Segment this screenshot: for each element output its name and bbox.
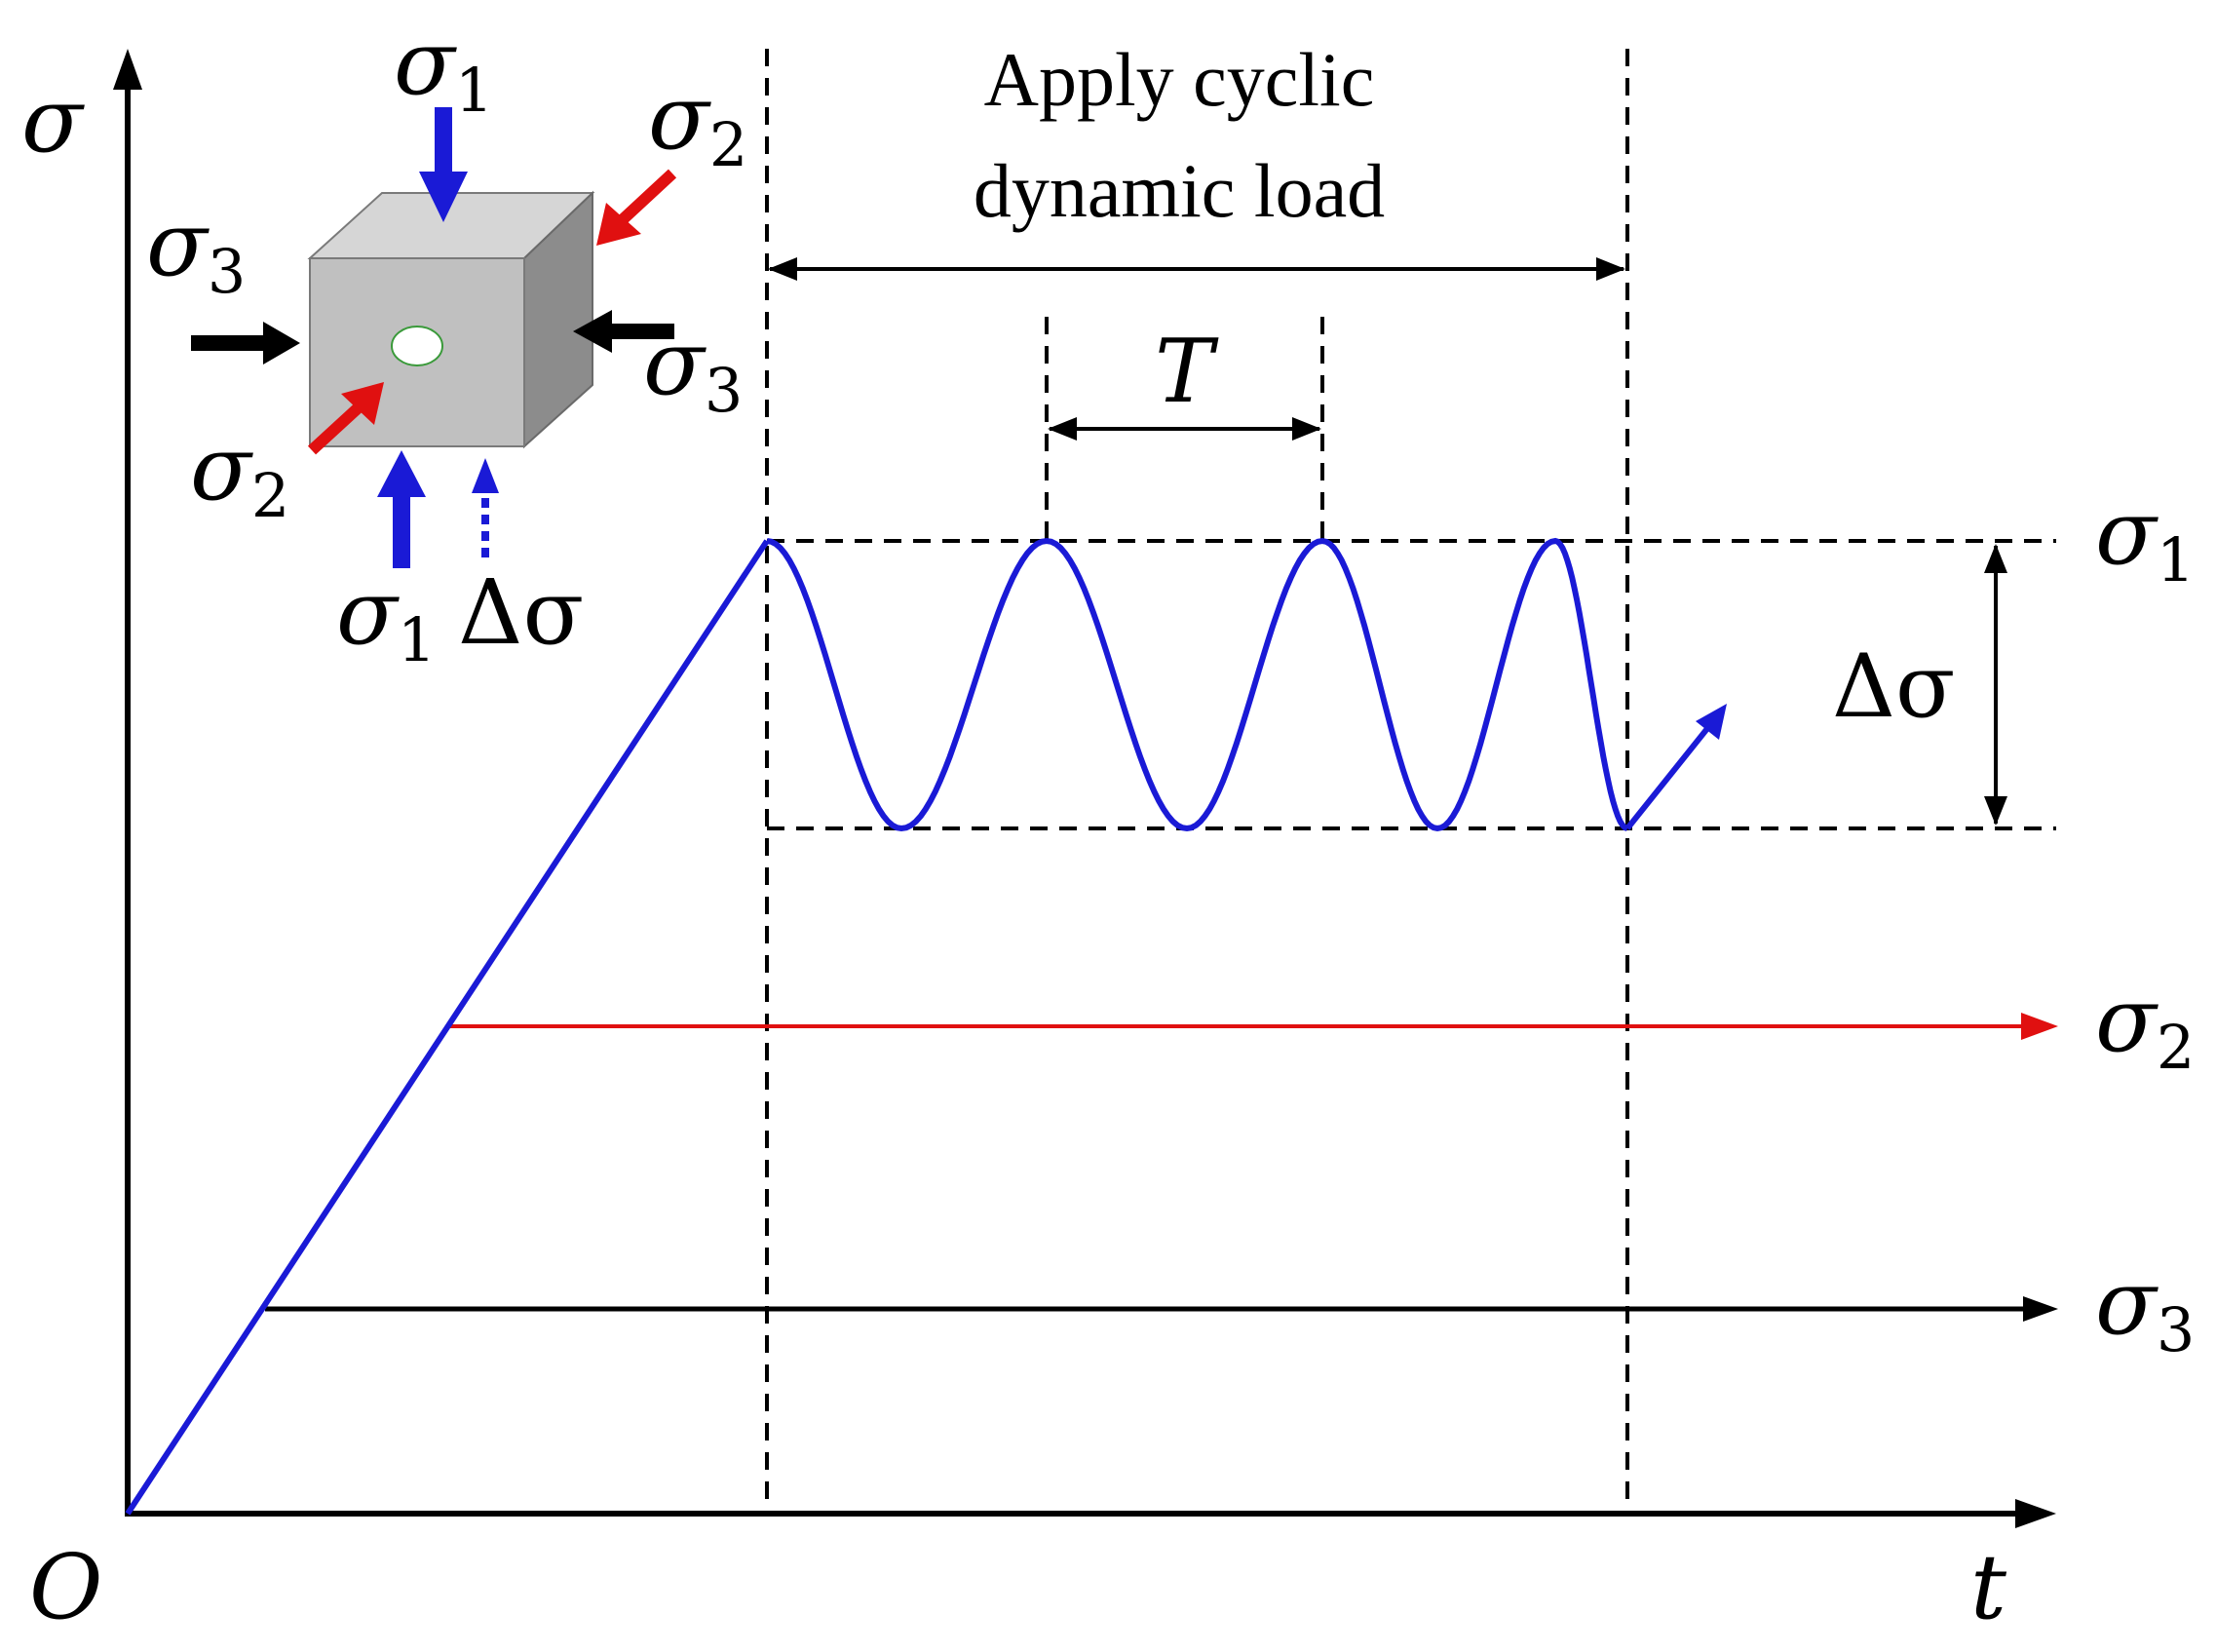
cube-sigma3-left-label: σ3 — [146, 192, 246, 307]
sigma3-right-label: σ3 — [2095, 1250, 2195, 1365]
sigma1-cyclic-wave — [766, 537, 1628, 832]
y-axis-label: σ — [21, 68, 85, 173]
sigma2-path-arrowhead — [2021, 1013, 2058, 1040]
sigma1-top-arrow — [419, 107, 468, 222]
dimension-arrows — [768, 257, 2007, 826]
axes — [113, 49, 2056, 1528]
cube-sigma3-right-label: σ3 — [643, 311, 743, 426]
cube-sigma1-top-label: σ1 — [394, 11, 493, 126]
cyclic-load-title-line1: Apply cyclic — [984, 37, 1375, 122]
sigma3-right-arrow — [573, 310, 674, 353]
sigma1-continuation — [1624, 719, 1716, 830]
amplitude-label: Δσ — [1832, 635, 1955, 738]
borehole — [391, 326, 443, 366]
sigma1-bottom-arrow — [377, 450, 426, 568]
x-axis-label: t — [1970, 1535, 2007, 1639]
sigma2-front-arrow — [307, 382, 384, 455]
cube-delta-sigma-label: Δσ — [458, 560, 584, 665]
cube-sigma1-bottom-label: σ1 — [336, 560, 436, 675]
dashed-guides — [765, 49, 2056, 1514]
sigma1-right-label: σ1 — [2095, 480, 2195, 595]
sigma2-back-arrow — [596, 169, 677, 246]
cube-sigma2-back-label: σ2 — [648, 65, 747, 180]
cube-sigma2-front-label: σ2 — [190, 416, 289, 531]
sigma3-path-arrowhead — [2023, 1296, 2058, 1322]
origin-label: O — [29, 1535, 102, 1639]
sigma1-continuation-arrowhead — [1696, 704, 1727, 740]
y-axis-arrowhead — [113, 49, 142, 90]
stress-paths — [125, 537, 2058, 1516]
sigma2-right-label: σ2 — [2095, 968, 2195, 1083]
x-axis-arrowhead — [2015, 1499, 2056, 1528]
sigma1-loading-ramp — [125, 539, 770, 1516]
specimen-cube: σ1 σ2 σ3 σ3 σ2 σ1 Δσ — [146, 11, 747, 675]
cyclic-load-title-line2: dynamic load — [974, 148, 1385, 233]
delta-sigma-arrow — [472, 458, 499, 557]
right-stress-labels: σ1 σ2 σ3 — [2095, 480, 2195, 1365]
period-label: T — [1155, 321, 1219, 423]
sigma3-left-arrow — [191, 322, 300, 365]
